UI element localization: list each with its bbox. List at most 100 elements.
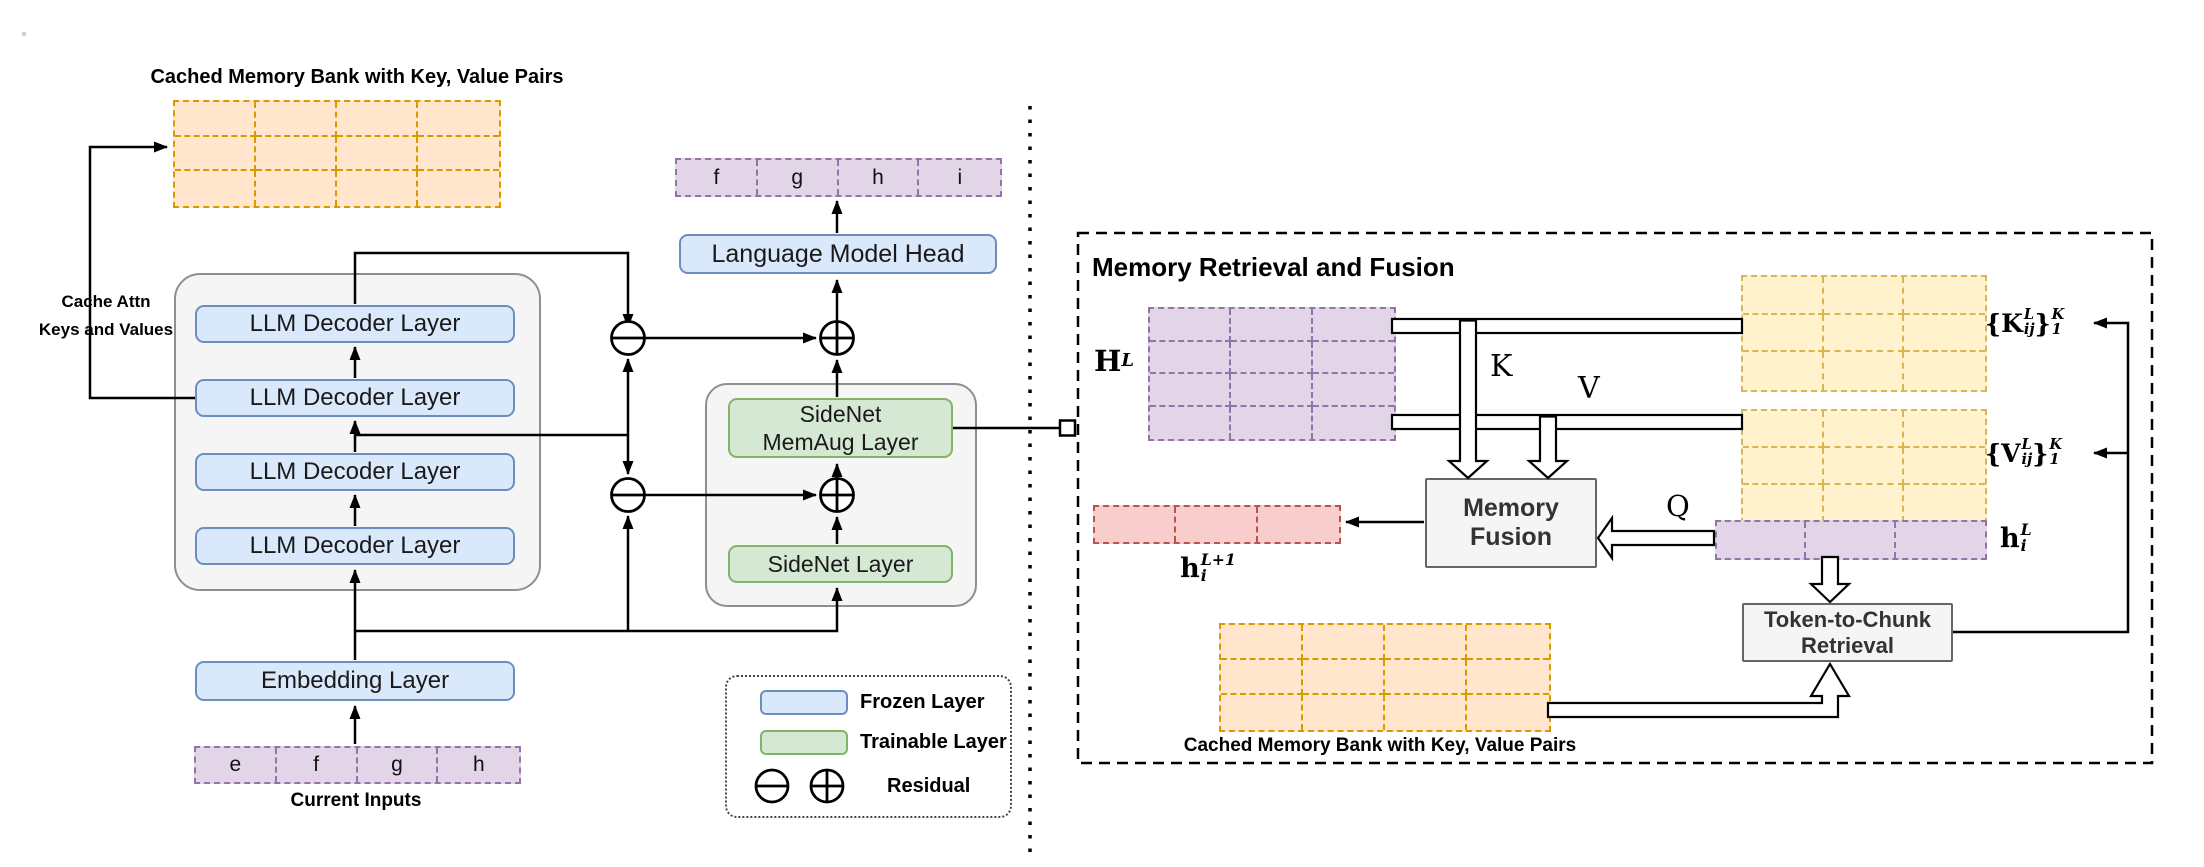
embedding-layer-box: Embedding Layer	[195, 661, 515, 701]
grid-cell: i	[957, 165, 963, 189]
current-inputs-caption: Current Inputs	[290, 790, 422, 811]
grid-cell	[1231, 341, 1313, 374]
grid-cell: g	[358, 748, 439, 782]
token-to-retrieval-hollow-arrow	[1808, 555, 1852, 604]
grid-cell: h	[839, 160, 920, 195]
fused-output-row	[1093, 505, 1341, 544]
grid-cell	[1231, 406, 1313, 439]
grid-cell	[1385, 625, 1467, 660]
grid-cell	[1743, 411, 1824, 448]
language-model-head-box: Language Model Head	[679, 234, 997, 274]
grid-cell	[1904, 277, 1986, 315]
grid-cell	[337, 171, 418, 206]
grid-cell	[1904, 352, 1985, 390]
grid-cell	[1467, 625, 1549, 660]
q-hollow-arrow	[1596, 514, 1716, 562]
grid-cell: e	[196, 748, 277, 782]
grid-cell	[1150, 374, 1232, 407]
grid-cell	[1312, 309, 1394, 342]
upper-plus-circle	[819, 320, 855, 356]
memory-fusion-box: Memory Fusion	[1425, 478, 1597, 568]
legend-trainable-label: Trainable Layer	[860, 731, 1007, 753]
grid-cell	[1904, 315, 1986, 353]
left-memory-bank-title: Cached Memory Bank with Key, Value Pairs	[150, 66, 564, 88]
grid-cell	[1312, 374, 1394, 407]
sidenet-memaug-layer-box: SideNet MemAug Layer	[728, 398, 953, 458]
v-bus-bar	[1390, 413, 1744, 431]
grid-cell	[1312, 342, 1394, 374]
grid-cell	[1095, 507, 1177, 542]
grid-cell	[1313, 407, 1394, 440]
k-bus-bar	[1390, 317, 1744, 335]
key-cache-matrix	[1741, 275, 1988, 393]
cached-memory-bank-grid-right	[1219, 623, 1551, 732]
grid-cell	[1717, 522, 1807, 558]
grid-cell	[1743, 448, 1824, 485]
grid-cell	[1823, 277, 1905, 315]
lower-minus-circle	[610, 477, 646, 513]
right-memory-bank-caption: Cached Memory Bank with Key, Value Pairs	[1183, 735, 1577, 756]
grid-cell	[418, 102, 499, 137]
grid-cell	[1150, 309, 1232, 342]
grid-cell: f	[277, 748, 358, 782]
v-hollow-arrow	[1526, 415, 1570, 480]
grid-cell	[1150, 341, 1232, 374]
legend-frozen-label: Frozen Layer	[860, 691, 985, 713]
grid-cell	[1221, 660, 1303, 695]
cached-memory-bank-grid-left	[173, 100, 501, 208]
grid-cell	[1904, 485, 1985, 522]
grid-cell	[256, 102, 337, 137]
right-panel-title: Memory Retrieval and Fusion	[1092, 252, 1455, 282]
grid-cell	[1303, 660, 1385, 695]
legend-frozen-swatch	[760, 690, 848, 715]
grid-cell	[1806, 522, 1896, 558]
token-to-chunk-retrieval-box: Token-to-Chunk Retrieval	[1742, 603, 1953, 662]
value-cache-matrix	[1741, 409, 1988, 524]
q-arrow-label: Q	[1666, 489, 1690, 523]
grid-cell	[1221, 695, 1303, 730]
llm-decoder-layer-3: LLM Decoder Layer	[195, 453, 515, 491]
artifact-dot	[22, 32, 26, 36]
grid-cell	[1467, 660, 1549, 695]
grid-cell	[1467, 695, 1549, 730]
grid-cell	[1823, 314, 1905, 353]
panel-connector-square	[1058, 419, 1077, 437]
grid-cell	[256, 136, 337, 171]
grid-cell	[1743, 314, 1824, 353]
grid-cell	[1743, 277, 1824, 315]
upper-minus-circle	[610, 320, 646, 356]
k-hollow-arrow	[1446, 319, 1490, 480]
grid-cell	[1303, 625, 1385, 660]
legend-trainable-swatch	[760, 730, 848, 755]
grid-cell	[1823, 448, 1905, 485]
grid-cell	[418, 171, 499, 206]
grid-cell	[175, 102, 256, 137]
grid-cell	[1150, 406, 1232, 439]
grid-cell	[337, 102, 418, 137]
grid-cell	[1221, 625, 1303, 660]
memorybank-to-retrieval-hollow-path	[1546, 661, 1851, 719]
k-arrow-label: K	[1490, 348, 1513, 384]
legend: Frozen Layer Trainable Layer Residual	[725, 675, 1012, 818]
grid-cell	[1303, 695, 1385, 730]
grid-cell	[1385, 660, 1467, 695]
grid-cell	[1743, 352, 1824, 391]
grid-cell	[1231, 374, 1313, 407]
grid-cell	[1385, 695, 1467, 730]
grid-cell	[418, 137, 499, 171]
grid-cell	[1176, 507, 1258, 542]
llm-decoder-layer-4: LLM Decoder Layer	[195, 527, 515, 565]
grid-cell: g	[758, 160, 839, 195]
hidden-token-row	[1715, 520, 1987, 560]
grid-cell	[1231, 309, 1313, 342]
grid-cell	[1824, 352, 1905, 391]
hidden-states-matrix	[1148, 307, 1396, 441]
